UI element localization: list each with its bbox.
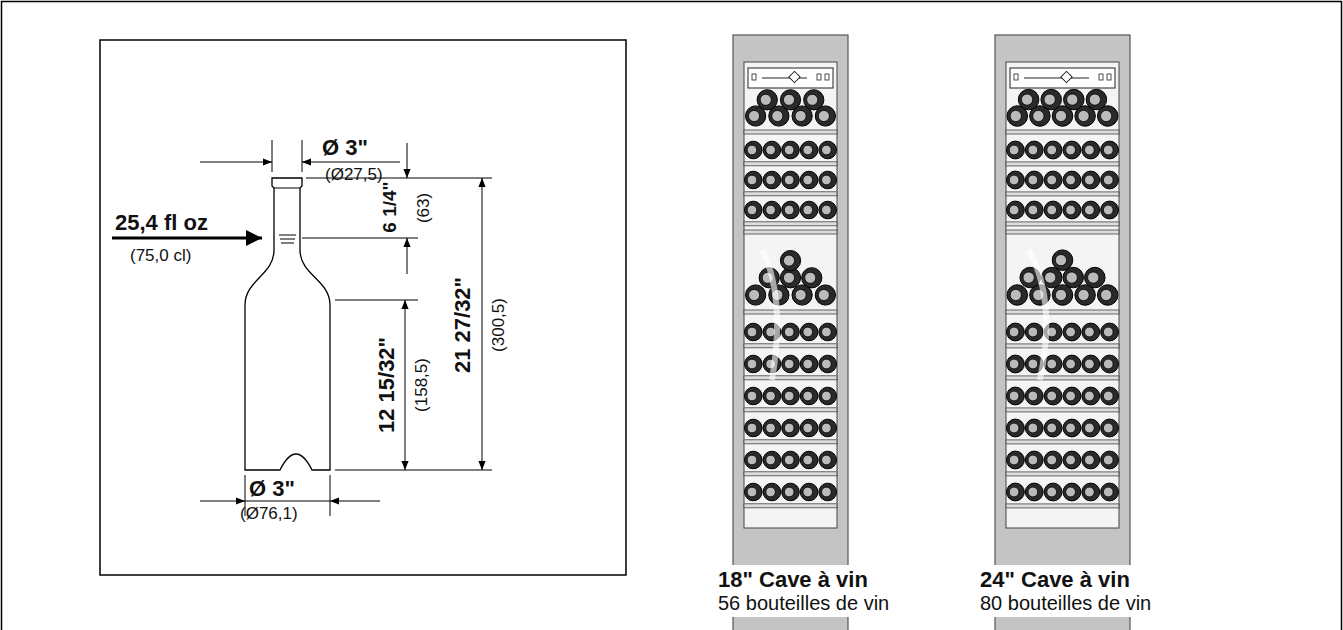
dimension-text: Ø 3"	[249, 478, 295, 500]
dimension-label: (158,5)	[413, 358, 430, 412]
dimension-text: Ø 3"	[322, 137, 368, 159]
dimension-label: (63)	[415, 193, 432, 223]
dimension-text: (Ø27,5)	[325, 166, 383, 183]
dimension-lines	[200, 140, 492, 516]
wine-cabinet	[733, 35, 848, 630]
cabinet-caption: 24" Cave à vin80 bouteilles de vin	[978, 565, 1155, 617]
dimension-label: 21 27/32"	[452, 277, 474, 373]
dimension-text: 25,4 fl oz	[115, 212, 208, 234]
caption-heading: 24" Cave à vin	[980, 567, 1151, 592]
caption-text: 56 bouteilles de vin	[718, 592, 889, 615]
dimension-label: 12 15/32"	[376, 337, 398, 433]
panel-frame	[100, 40, 626, 575]
cabinet-caption: 18" Cave à vin56 bouteilles de vin	[716, 565, 893, 617]
wine-cabinets	[733, 35, 1130, 630]
dimension-text: (Ø76,1)	[240, 505, 298, 522]
volume-arrow	[112, 237, 262, 240]
dimension-label: 6 1/4"	[380, 181, 399, 232]
caption-heading: 18" Cave à vin	[718, 567, 889, 592]
wine-cabinet	[995, 35, 1130, 630]
dimension-label: (300,5)	[490, 298, 507, 352]
bottle-outline	[245, 178, 330, 470]
dimension-text: (75,0 cl)	[130, 247, 191, 264]
caption-text: 80 bouteilles de vin	[980, 592, 1151, 615]
